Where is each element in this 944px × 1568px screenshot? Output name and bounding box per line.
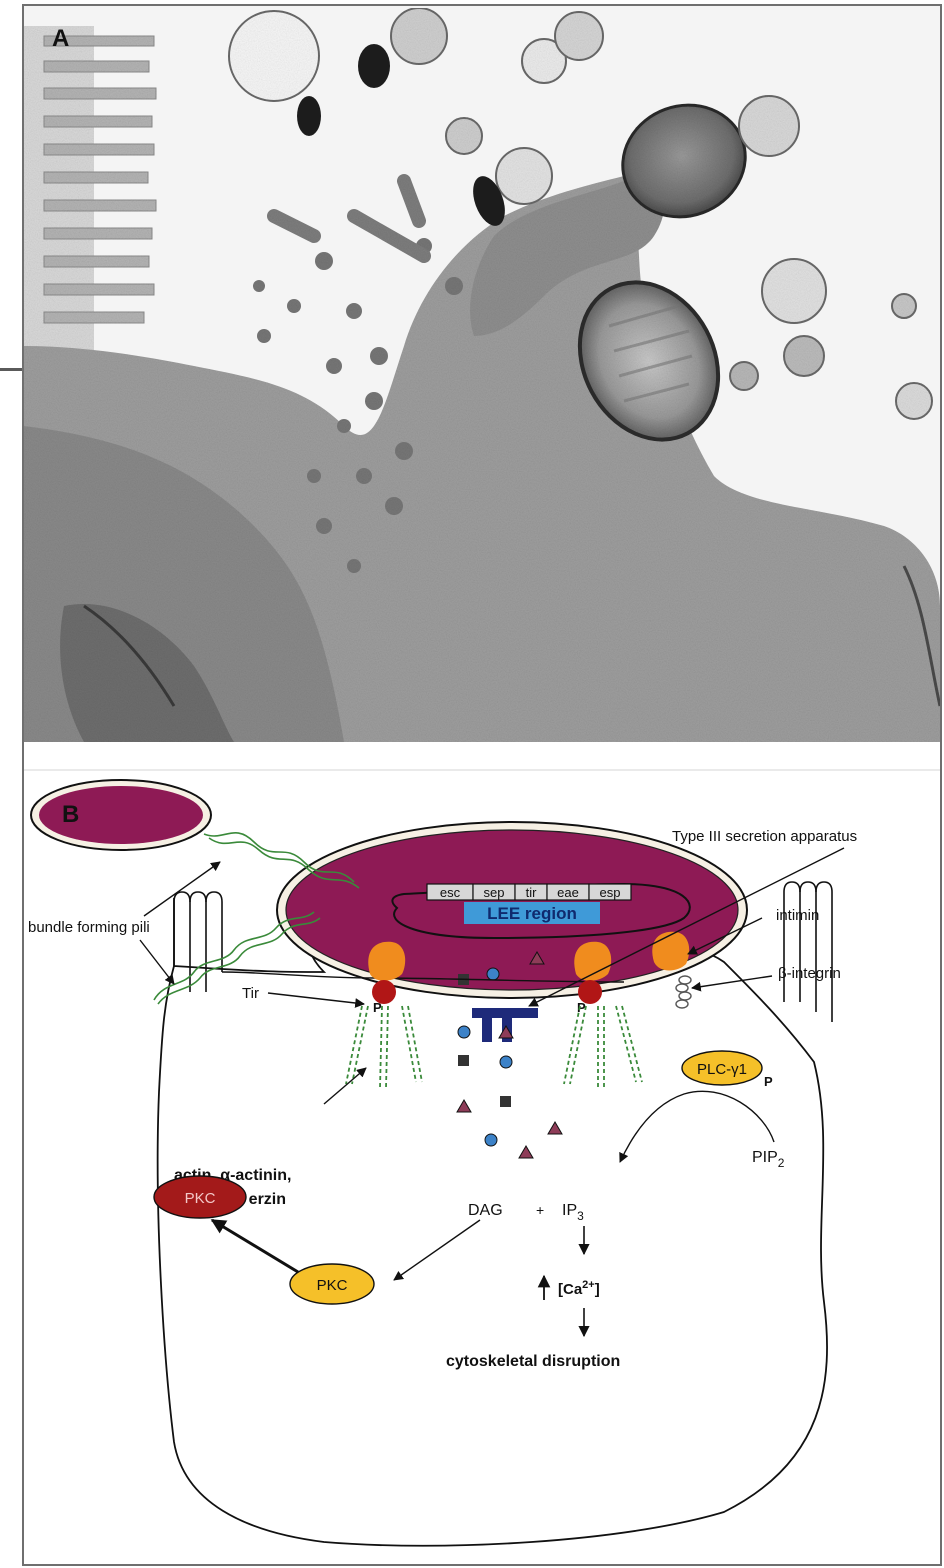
intimin-tir-left xyxy=(368,942,405,1004)
type3-label: Type III secretion apparatus xyxy=(672,828,857,845)
pip2-label: PIP2 xyxy=(752,1149,785,1170)
tir-arrow xyxy=(268,993,364,1004)
ca-open: [Ca xyxy=(558,1281,583,1298)
ip3-text: IP xyxy=(562,1202,577,1219)
intimin-tir-right xyxy=(574,942,611,1004)
secreted-effectors xyxy=(457,1026,562,1158)
actin-arrow xyxy=(324,1068,366,1104)
pip2-text: PIP xyxy=(752,1149,778,1166)
plc-to-pip2-arrow xyxy=(620,1091,774,1162)
disruption-label: cytoskeletal disruption xyxy=(446,1353,620,1370)
bfp-label: bundle forming pili xyxy=(28,919,150,936)
phospho-label-right: P xyxy=(577,1000,586,1015)
right-microvillus xyxy=(784,882,832,1022)
tir-label: Tir xyxy=(242,985,259,1002)
ip3-subscript: 3 xyxy=(577,1209,584,1223)
effector-circle xyxy=(487,968,499,980)
ca-label: [Ca2+] xyxy=(558,1279,600,1298)
integrin-arrow xyxy=(692,976,772,988)
lee-region-label: LEE region xyxy=(487,904,577,923)
panel-b-label: B xyxy=(62,801,79,828)
pathogenesis-diagram: B esc sep tir eae esp LEE region xyxy=(24,742,940,1564)
dag-to-pkc-arrow xyxy=(394,1220,480,1280)
pkc-activation-arrow xyxy=(212,1220,298,1272)
integrin-label: β-integrin xyxy=(778,965,841,982)
page-edge-marker xyxy=(0,368,22,371)
micrograph-image: A xyxy=(24,6,940,742)
bfp-arrow-lower xyxy=(140,940,174,984)
ca-superscript: 2+ xyxy=(582,1279,595,1291)
plus-label: + xyxy=(536,1202,544,1218)
left-microvillus xyxy=(174,892,222,992)
intimin-label: intimin xyxy=(776,907,819,924)
figure-frame: A xyxy=(22,4,942,1566)
panel-a-label: A xyxy=(52,25,69,52)
dag-label: DAG xyxy=(468,1202,503,1219)
plc-phospho-label: P xyxy=(764,1074,773,1089)
panel-b-diagram: B esc sep tir eae esp LEE region xyxy=(24,742,940,1564)
plc-label: PLC-γ1 xyxy=(697,1061,747,1078)
ip3-label: IP3 xyxy=(562,1202,584,1223)
lee-gene-tir: tir xyxy=(526,885,538,900)
lee-gene-esp: esp xyxy=(600,885,621,900)
panel-a-micrograph: A xyxy=(24,6,940,742)
lee-gene-eae: eae xyxy=(557,885,579,900)
lee-gene-sep: sep xyxy=(484,885,505,900)
lee-gene-esc: esc xyxy=(440,885,461,900)
pkc-active-label: PKC xyxy=(185,1190,216,1207)
phospho-label-left: P xyxy=(373,1000,382,1015)
pip2-subscript: 2 xyxy=(778,1156,785,1170)
bfp-arrow-upper xyxy=(144,862,220,916)
lee-gene-row: esc sep tir eae esp xyxy=(427,884,631,900)
pkc-label: PKC xyxy=(317,1277,348,1294)
actin-bundles xyxy=(346,1006,642,1088)
ca-close: ] xyxy=(595,1281,600,1298)
